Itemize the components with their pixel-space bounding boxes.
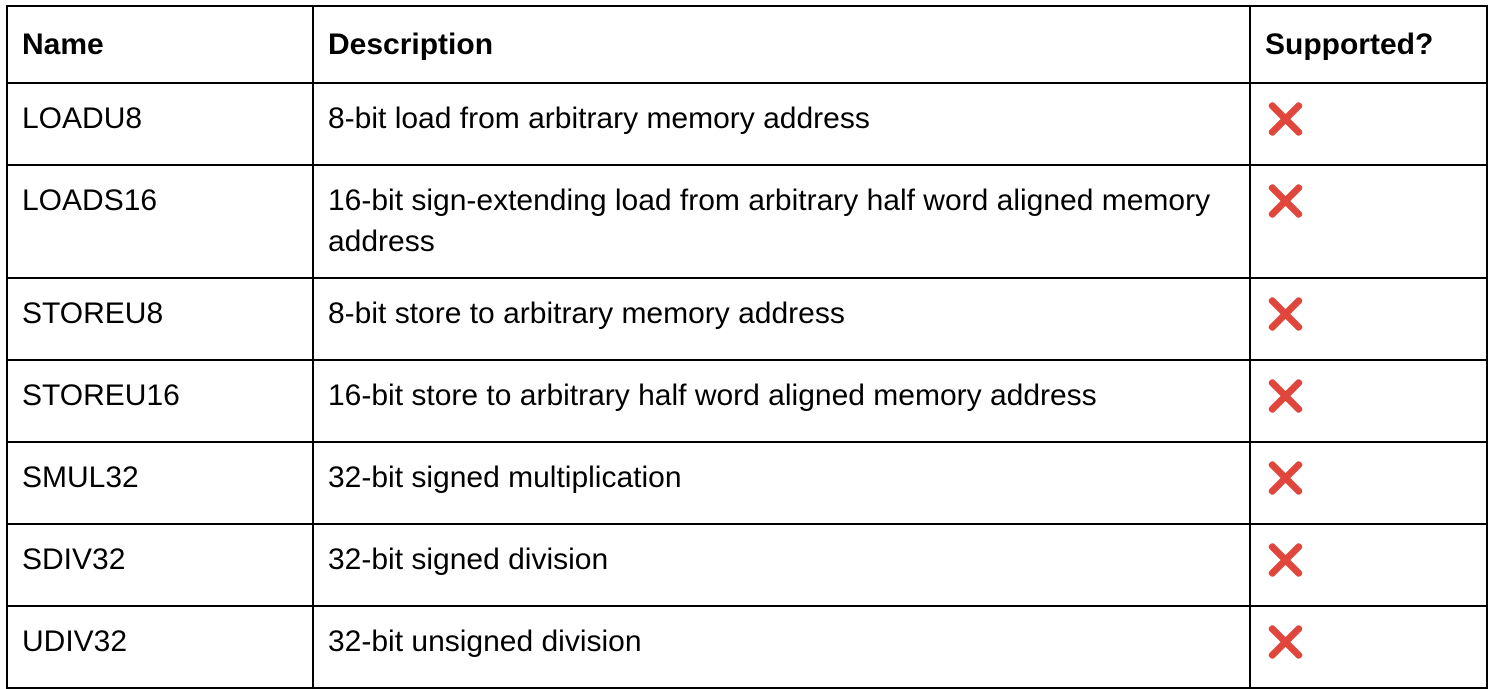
header-supported: Supported? xyxy=(1249,5,1488,84)
cross-mark-icon xyxy=(1265,458,1305,498)
instruction-description: 32-bit signed multiplication xyxy=(312,441,1251,525)
instruction-description: 8-bit load from arbitrary memory address xyxy=(312,82,1251,166)
instruction-description: 32-bit unsigned division xyxy=(312,605,1251,689)
table-row: STOREU16 16-bit store to arbitrary half … xyxy=(6,359,1488,443)
cross-mark-icon xyxy=(1265,622,1305,662)
supported-cell xyxy=(1249,359,1488,443)
instruction-name: LOADU8 xyxy=(6,82,314,166)
table-header-row: Name Description Supported? xyxy=(6,5,1488,84)
instruction-name: SMUL32 xyxy=(6,441,314,525)
instruction-description: 8-bit store to arbitrary memory address xyxy=(312,277,1251,361)
supported-cell xyxy=(1249,164,1488,279)
supported-cell xyxy=(1249,523,1488,607)
cross-mark-icon xyxy=(1265,181,1305,221)
supported-cell xyxy=(1249,277,1488,361)
instruction-description: 32-bit signed division xyxy=(312,523,1251,607)
cross-mark-icon xyxy=(1265,540,1305,580)
instruction-description: 16-bit sign-extending load from arbitrar… xyxy=(312,164,1251,279)
table-row: UDIV32 32-bit unsigned division xyxy=(6,605,1488,689)
instructions-table: Name Description Supported? LOADU8 8-bit… xyxy=(6,5,1488,689)
table-row: LOADS16 16-bit sign-extending load from … xyxy=(6,164,1488,279)
instruction-description: 16-bit store to arbitrary half word alig… xyxy=(312,359,1251,443)
table-row: SDIV32 32-bit signed division xyxy=(6,523,1488,607)
instruction-name: UDIV32 xyxy=(6,605,314,689)
supported-cell xyxy=(1249,441,1488,525)
table-row: LOADU8 8-bit load from arbitrary memory … xyxy=(6,82,1488,166)
instruction-name: LOADS16 xyxy=(6,164,314,279)
instruction-name: STOREU8 xyxy=(6,277,314,361)
supported-cell xyxy=(1249,82,1488,166)
cross-mark-icon xyxy=(1265,99,1305,139)
instruction-name: STOREU16 xyxy=(6,359,314,443)
supported-cell xyxy=(1249,605,1488,689)
table-row: SMUL32 32-bit signed multiplication xyxy=(6,441,1488,525)
header-description: Description xyxy=(312,5,1251,84)
cross-mark-icon xyxy=(1265,376,1305,416)
table-row: STOREU8 8-bit store to arbitrary memory … xyxy=(6,277,1488,361)
instruction-name: SDIV32 xyxy=(6,523,314,607)
cross-mark-icon xyxy=(1265,294,1305,334)
header-name: Name xyxy=(6,5,314,84)
